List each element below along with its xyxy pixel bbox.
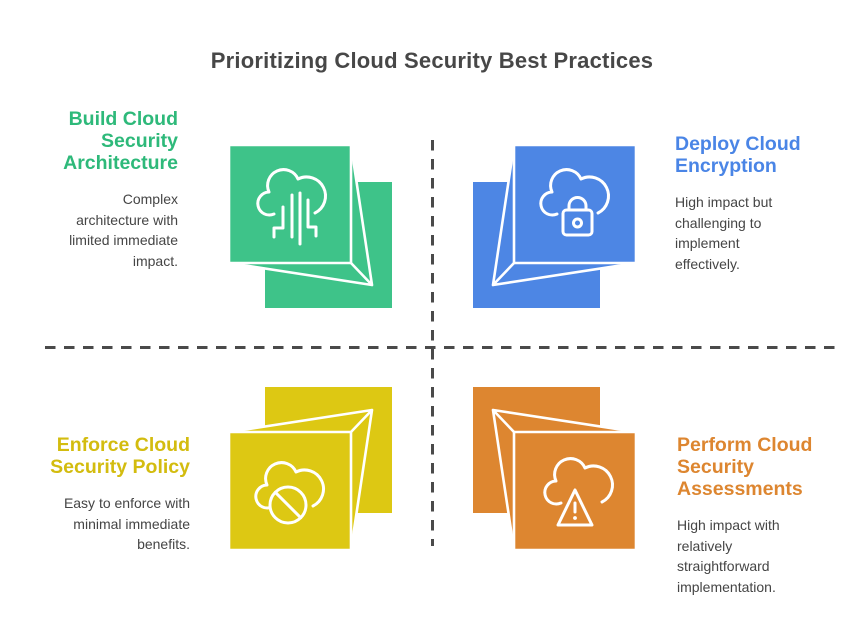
description-line: benefits. xyxy=(137,536,190,552)
quadrant-heading: Deploy Cloud Encryption xyxy=(675,133,843,177)
quadrant-heading: Perform Cloud Security Assessments xyxy=(677,434,852,500)
description-line: effectively. xyxy=(675,255,740,272)
isometric-cube-green xyxy=(227,143,392,308)
cube-frame xyxy=(227,143,392,308)
description-line: relatively xyxy=(677,537,733,554)
description-line: limited immediate xyxy=(69,232,178,248)
vertical-divider-line xyxy=(431,140,434,546)
cloud-prohibited-icon xyxy=(254,461,326,525)
description-line: minimal immediate xyxy=(73,515,190,532)
heading-line: Security xyxy=(101,130,178,152)
description-line: High impact with xyxy=(677,517,780,533)
cube-frame xyxy=(473,143,638,308)
quadrant-perform-cloud-security-assessments: Perform Cloud Security Assessments High … xyxy=(677,434,852,597)
description-line: straightforward xyxy=(677,558,770,574)
heading-line: Security Policy xyxy=(50,456,190,478)
quadrant-description: Complex architecture with limited immedi… xyxy=(28,189,178,271)
heading-line: Perform Cloud xyxy=(677,434,813,456)
heading-line: Encryption xyxy=(675,155,777,177)
cube-frame xyxy=(473,387,638,552)
isometric-cube-yellow xyxy=(227,387,392,552)
description-line: Easy to enforce with xyxy=(63,495,190,511)
description-line: Complex xyxy=(122,191,178,207)
quadrant-enforce-cloud-security-policy: Enforce Cloud Security Policy Easy to en… xyxy=(28,434,190,555)
description-line: implementation. xyxy=(677,578,776,595)
description-line: implement xyxy=(675,235,740,251)
quadrant-heading: Enforce Cloud Security Policy xyxy=(28,434,190,478)
cloud-warning-icon xyxy=(543,457,615,527)
quadrant-build-cloud-security-architecture: Build Cloud Security Architecture Comple… xyxy=(28,108,178,271)
quadrant-description: Easy to enforce with minimal immediate b… xyxy=(28,493,190,555)
heading-line: Enforce Cloud xyxy=(56,434,190,456)
cloud-lock-icon xyxy=(539,168,611,237)
heading-line: Security xyxy=(677,456,754,478)
heading-line: Deploy Cloud xyxy=(675,133,801,155)
quadrant-heading: Build Cloud Security Architecture xyxy=(28,108,178,174)
cloud-circuit-icon xyxy=(256,168,328,246)
isometric-cube-orange xyxy=(473,387,638,552)
horizontal-divider-line xyxy=(45,346,835,349)
description-line: challenging to xyxy=(675,214,762,231)
quadrant-description: High impact but challenging to implement… xyxy=(675,192,843,274)
page-title: Prioritizing Cloud Security Best Practic… xyxy=(210,48,654,73)
heading-line: Build Cloud xyxy=(68,108,178,130)
description-line: architecture with xyxy=(76,211,178,228)
description-line: impact. xyxy=(132,252,178,269)
description-line: High impact but xyxy=(675,194,773,210)
cube-frame xyxy=(227,387,392,552)
heading-line: Architecture xyxy=(63,152,178,174)
quadrant-deploy-cloud-encryption: Deploy Cloud Encryption High impact but … xyxy=(675,133,843,274)
heading-line: Assessments xyxy=(677,478,803,500)
isometric-cube-blue xyxy=(473,143,638,308)
quadrant-description: High impact with relatively straightforw… xyxy=(677,515,852,597)
